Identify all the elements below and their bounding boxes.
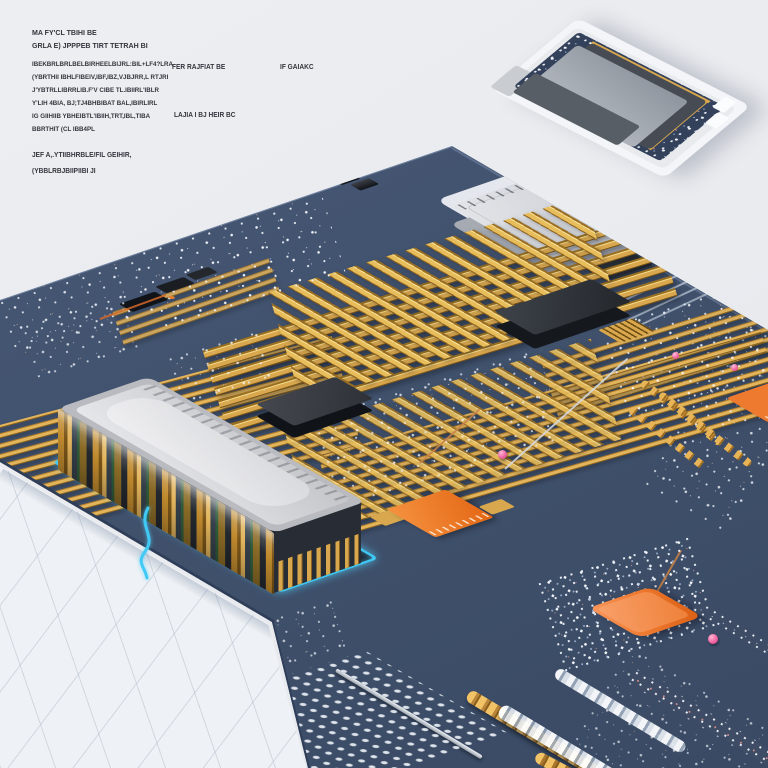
cyan-wire	[139, 506, 151, 580]
annotation-mid-label: FER RAJFIAT BE	[172, 64, 226, 71]
dense-component-strip	[691, 598, 768, 670]
component-field	[565, 644, 768, 768]
pink-bead	[731, 364, 738, 371]
annotation-paragraph-line: IBEKBRLBRLBELBIRHEELBIJRL:BIL+LF4?LRA	[32, 61, 174, 68]
annotation-right-label: IF GAIAKC	[280, 64, 314, 71]
annotation-footer-line: (YBBLRBJBIIPIIBI JI	[32, 168, 96, 175]
annotation-paragraph-line: BBRTHIT (CL IBB4PL	[32, 126, 95, 133]
pink-bead	[672, 352, 679, 359]
pink-bead	[708, 634, 718, 644]
edge-component-dashes	[764, 397, 768, 420]
annotation-text-block: MA FY'CL TBIHI BE GRLA E) JPPPEB TIRT TE…	[0, 0, 400, 200]
mini-pcb-module	[489, 17, 751, 179]
pink-bead	[498, 450, 507, 459]
annotation-header-line: MA FY'CL TBIHI BE	[32, 28, 97, 37]
annotation-paragraph-line: IG GIIHIIB YBHEIBTL'IBIIH,TRT,IBL,TIBA	[32, 113, 151, 120]
annotation-paragraph-line: (YBRTHII IBHLFIBEIV,IBF,IBZ,VJBJRR,L RTJ…	[32, 74, 169, 81]
annotation-footer-line: JEF A,.YTIIBHRBLE/FIL GEIHIR,	[32, 152, 132, 159]
annotation-mid-label: LAJIA I BJ HEIR BC	[174, 112, 236, 119]
annotation-header-line: GRLA E) JPPPEB TIRT TETRAH BI	[32, 41, 148, 50]
annotation-paragraph-line: J'YBTRLLIBRRLIB.F'V CIBE TL.IBIIRL'IBLR	[32, 87, 160, 94]
annotation-paragraph-line: Y'LIH 4BIA, BJ;TJ4BHBIBAT BAL,IBIRLIRL	[32, 100, 158, 107]
